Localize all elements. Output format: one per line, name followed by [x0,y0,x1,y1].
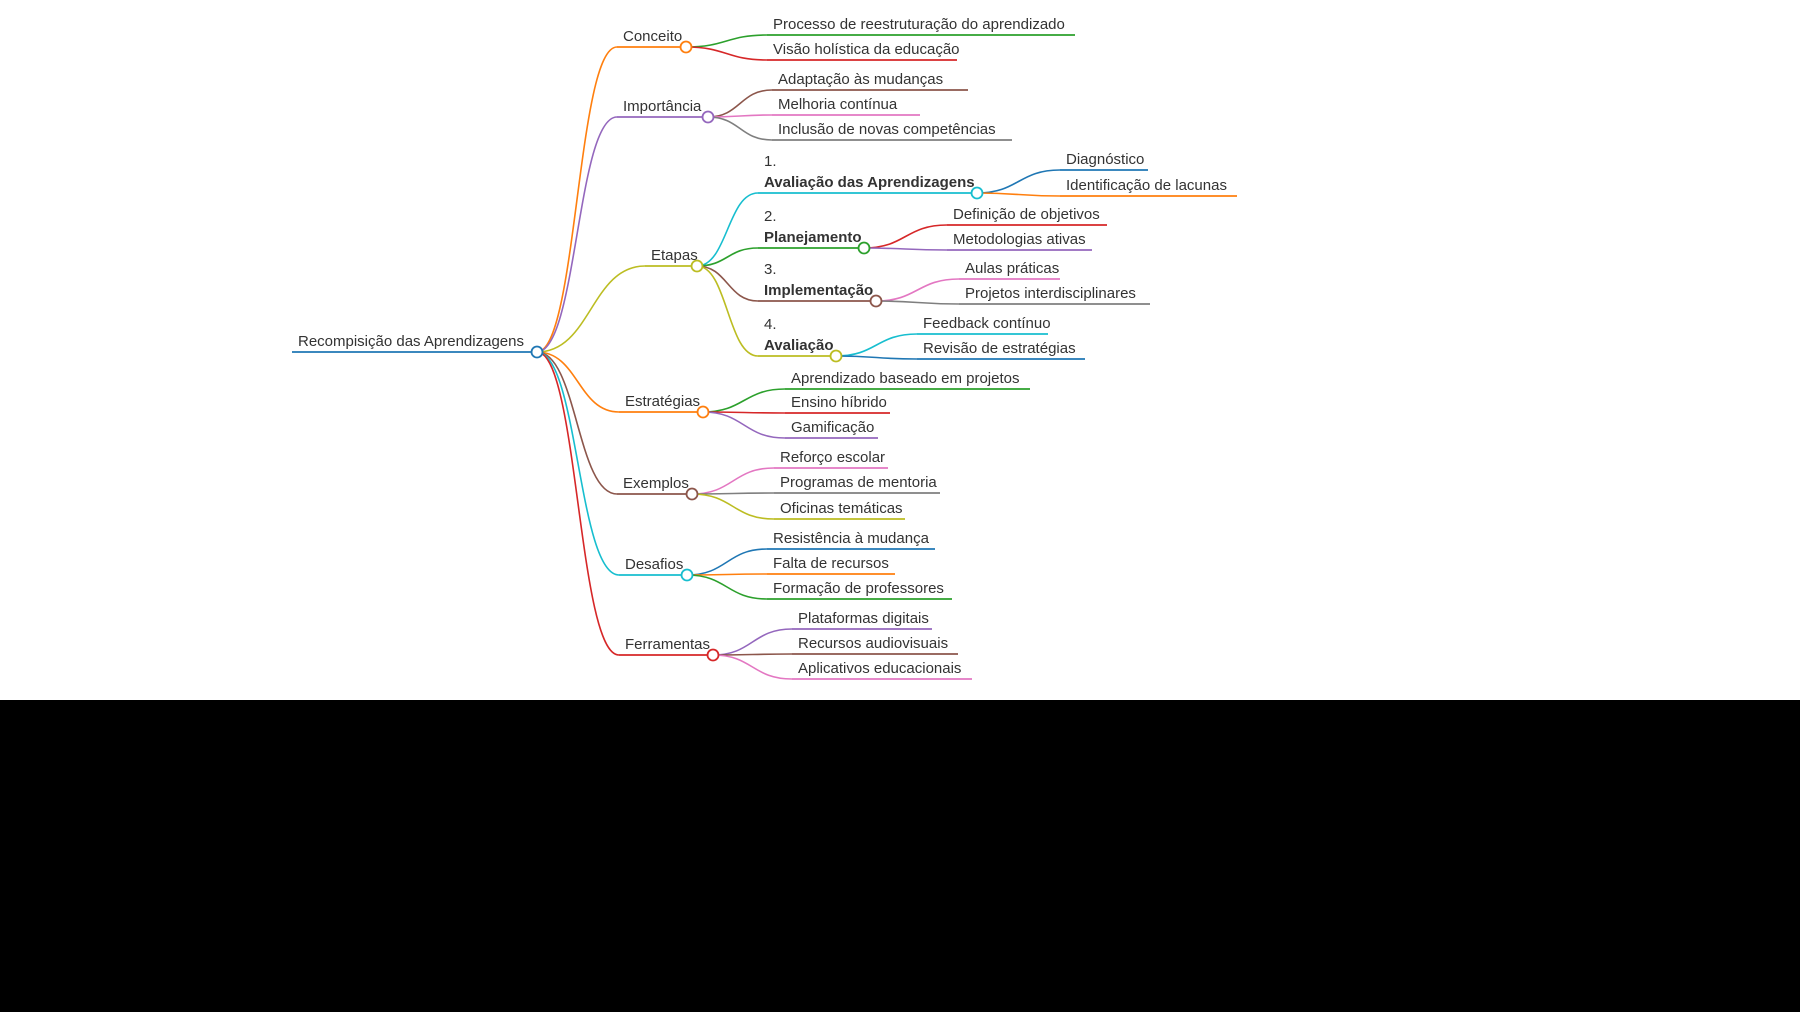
node-label-reforco-escolar[interactable]: Reforço escolar [780,449,885,466]
node-label-programas-de-mentoria[interactable]: Programas de mentoria [780,474,937,491]
node-label-metodologias-ativas[interactable]: Metodologias ativas [953,231,1086,248]
circles-layer [530,40,984,662]
branch-link-processo-de-reestruturacao-do-aprendizado [685,34,768,48]
node-label-aprendizado-baseado-em-projetos[interactable]: Aprendizado baseado em projetos [791,370,1020,387]
branch-link-diagnostico [976,169,1061,194]
branch-link-projetos-interdisciplinares [875,300,960,305]
node-label-processo-de-reestruturacao-do-aprendizado[interactable]: Processo de reestruturação do aprendizad… [773,16,1065,33]
node-label-avaliacao[interactable]: Avaliação [764,337,834,354]
branch-link-conceito [536,46,618,353]
node-label-melhoria-continua[interactable]: Melhoria contínua [778,96,898,113]
branch-link-metodologias-ativas [863,247,948,251]
node-label-conceito[interactable]: Conceito [623,28,682,45]
branch-link-aplicativos-educacionais [712,654,793,680]
node-label-planejamento[interactable]: Planejamento [764,229,862,246]
node-label-diagnostico[interactable]: Diagnóstico [1066,151,1144,168]
node-label-inclusao-de-novas-competencias[interactable]: Inclusão de novas competências [778,121,996,138]
branch-link-gamificacao [702,411,786,439]
node-label-ensino-hibrido[interactable]: Ensino híbrido [791,394,887,411]
branch-link-avaliacao [696,265,759,357]
node-toggle-circle-estrategias[interactable] [696,405,710,419]
node-label-oficinas-tematicas[interactable]: Oficinas temáticas [780,500,903,517]
node-label-aulas-praticas[interactable]: Aulas práticas [965,260,1059,277]
node-number-planejamento: 2. [764,208,777,225]
node-label-plataformas-digitais[interactable]: Plataformas digitais [798,610,929,627]
branch-link-reforco-escolar [691,467,775,495]
node-toggle-circle-avaliacao[interactable] [829,349,843,363]
branch-link-avaliacao-das-aprendizagens [696,192,759,267]
node-toggle-circle-importancia[interactable] [701,110,715,124]
node-toggle-circle-avaliacao-das-aprendizagens[interactable] [970,186,984,200]
node-toggle-circle-etapas[interactable] [690,259,704,273]
node-label-importancia[interactable]: Importância [623,98,702,115]
node-toggle-circle-conceito[interactable] [679,40,693,54]
branch-link-ferramentas [536,351,620,656]
branch-link-resistencia-a-mudanca [686,548,768,576]
branch-link-adaptacao-as-mudancas [707,89,773,118]
node-toggle-circle-planejamento[interactable] [857,241,871,255]
branch-link-definicao-de-objetivos [863,224,948,249]
node-label-visao-holistica-da-educacao[interactable]: Visão holística da educação [773,41,960,58]
node-label-recursos-audiovisuais[interactable]: Recursos audiovisuais [798,635,948,652]
node-label-etapas[interactable]: Etapas [651,247,698,264]
branch-link-identificacao-de-lacunas [976,192,1061,197]
node-label-implementacao[interactable]: Implementação [764,282,873,299]
branch-link-estrategias [536,351,620,413]
branch-link-formacao-de-professores [686,574,768,600]
branch-link-revisao-de-estrategias [835,355,918,360]
node-label-gamificacao[interactable]: Gamificação [791,419,874,436]
node-label-projetos-interdisciplinares[interactable]: Projetos interdisciplinares [965,285,1136,302]
branch-link-exemplos [536,351,618,495]
branch-link-etapas [536,265,646,353]
node-label-definicao-de-objetivos[interactable]: Definição de objetivos [953,206,1100,223]
underlines-layer [292,34,1237,680]
branch-link-implementacao [696,265,759,302]
node-number-avaliacao: 4. [764,316,777,333]
branch-link-aulas-praticas [875,278,960,302]
branch-link-visao-holistica-da-educacao [685,46,768,61]
branch-link-inclusao-de-novas-competencias [707,116,773,141]
node-toggle-circle-recompisicao-das-aprendizagens[interactable] [530,345,544,359]
node-label-estrategias[interactable]: Estratégias [625,393,700,410]
branch-link-importancia [536,116,618,353]
node-label-resistencia-a-mudanca[interactable]: Resistência à mudança [773,530,930,547]
labels-layer: Recompisição das AprendizagensConceitoPr… [298,16,1227,677]
branch-link-aprendizado-baseado-em-projetos [702,388,786,413]
bottom-letterbox [0,700,1800,1012]
branch-link-oficinas-tematicas [691,493,775,520]
node-number-avaliacao-das-aprendizagens: 1. [764,153,777,170]
node-label-aplicativos-educacionais[interactable]: Aplicativos educacionais [798,660,961,677]
node-label-identificacao-de-lacunas[interactable]: Identificação de lacunas [1066,177,1227,194]
node-label-desafios[interactable]: Desafios [625,556,683,573]
node-label-exemplos[interactable]: Exemplos [623,475,689,492]
branch-link-feedback-continuo [835,333,918,357]
node-label-ferramentas[interactable]: Ferramentas [625,636,710,653]
node-label-falta-de-recursos[interactable]: Falta de recursos [773,555,889,572]
branch-link-planejamento [696,247,759,267]
node-toggle-circle-desafios[interactable] [680,568,694,582]
node-label-revisao-de-estrategias[interactable]: Revisão de estratégias [923,340,1076,357]
node-label-adaptacao-as-mudancas[interactable]: Adaptação às mudanças [778,71,943,88]
branch-link-desafios [536,351,620,576]
node-label-avaliacao-das-aprendizagens[interactable]: Avaliação das Aprendizagens [764,174,975,191]
node-label-feedback-continuo[interactable]: Feedback contínuo [923,315,1051,332]
links-layer [536,34,1061,680]
node-label-formacao-de-professores[interactable]: Formação de professores [773,580,944,597]
node-toggle-circle-implementacao[interactable] [869,294,883,308]
node-toggle-circle-ferramentas[interactable] [706,648,720,662]
node-number-implementacao: 3. [764,261,777,278]
mindmap-canvas[interactable]: Recompisição das AprendizagensConceitoPr… [0,0,1800,700]
node-label-recompisicao-das-aprendizagens[interactable]: Recompisição das Aprendizagens [298,333,524,350]
branch-link-plataformas-digitais [712,628,793,656]
node-toggle-circle-exemplos[interactable] [685,487,699,501]
